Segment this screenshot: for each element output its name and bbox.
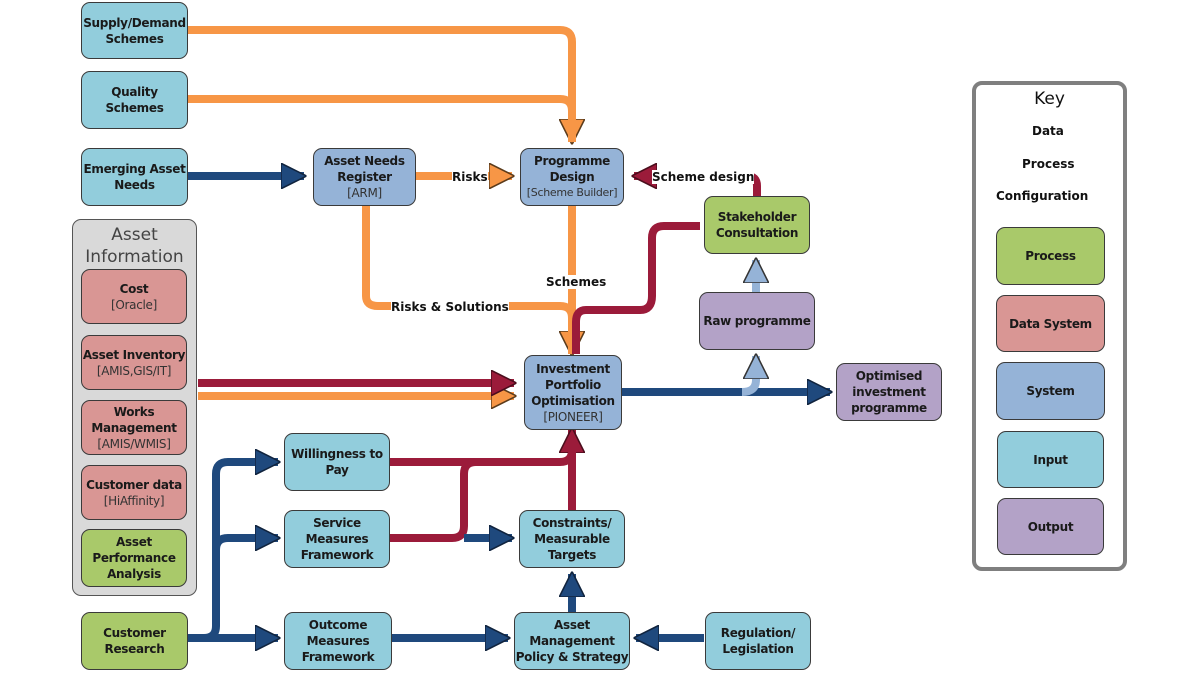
node-label: Asset Needs [324,154,405,168]
node-label: Management [91,420,177,435]
node-label: Outcome [308,618,368,632]
node-label: Pay [325,463,349,477]
edge-stakeholder-to-ipo [572,222,700,354]
edge-smf-to-ipo [390,458,477,542]
legend-label-configuration: Configuration [996,189,1089,203]
node-system-name: [HiAffinity] [103,493,165,508]
node-customer-data[interactable]: Customer data [HiAffinity] [81,465,187,520]
node-asset-inventory[interactable]: Asset Inventory [AMIS,GIS/IT] [81,335,187,390]
legend-box-system: System [996,362,1105,420]
node-optimised-investment-programme[interactable]: Optimised investment programme [836,363,942,421]
node-system-name: [AMIS,GIS/IT] [96,363,172,378]
node-label: Framework [301,650,375,664]
node-label: Targets [547,548,597,562]
node-label: Management [529,634,615,648]
node-label: Customer [103,626,166,640]
asset-information-title: Asset Information [85,225,184,267]
node-asset-management-policy-strategy[interactable]: Asset Management Policy & Strategy [514,612,630,670]
node-label: Register [337,170,392,184]
node-customer-research[interactable]: Customer Research [81,612,188,670]
node-label: Design [549,170,595,184]
node-label: Works [113,404,155,419]
node-label: Constraints/ [532,516,612,530]
edge-cr-to-smf [212,538,278,550]
edge-wtp-to-ipo [390,430,572,466]
node-label: Measurable [534,532,610,546]
node-label: Service [313,516,361,530]
node-works-management[interactable]: Works Management [AMIS/WMIS] [81,400,187,455]
node-label: Programme [533,154,610,168]
node-label: Schemes [105,31,164,46]
node-constraints-measurable-targets[interactable]: Constraints/ Measurable Targets [519,510,625,568]
node-label: Portfolio [545,377,601,392]
node-label: investment [852,385,926,399]
node-label: Policy & Strategy [515,650,629,664]
legend-box-input: Input [997,431,1104,488]
node-label: Willingness to [291,447,383,461]
node-label: Performance [92,551,176,565]
node-label: Analysis [107,567,161,581]
node-label: Needs [114,178,155,192]
edge-supply-to-design [188,26,572,142]
edge-ipo-to-raw [741,356,756,396]
node-label: Asset [116,535,152,549]
node-label: Customer data [86,477,182,492]
node-supply-demand-schemes[interactable]: Supply/Demand Schemes [81,2,188,59]
node-label: programme [851,401,927,415]
node-outcome-measures-framework[interactable]: Outcome Measures Framework [284,612,392,670]
legend-box-data-system: Data System [996,295,1105,352]
node-label: Stakeholder [717,210,797,224]
node-raw-programme[interactable]: Raw programme [699,292,815,350]
edge-label-risks-solutions: Risks & Solutions [391,300,509,314]
legend-label-process: Process [1022,157,1075,171]
node-willingness-to-pay[interactable]: Willingness to Pay [284,433,390,491]
node-label: Investment [536,361,610,376]
node-service-measures-framework[interactable]: Service Measures Framework [284,510,390,568]
node-asset-needs-register[interactable]: Asset Needs Register [ARM] [313,148,416,206]
node-label: Asset Inventory [82,347,186,362]
node-label: Regulation/ [720,626,796,640]
edge-cr-to-wtp [188,462,278,642]
node-label: Consultation [715,226,799,240]
node-quality-schemes[interactable]: Quality Schemes [81,71,188,129]
node-label: Optimised [855,369,923,383]
node-system-name: [PIONEER] [543,409,603,424]
node-asset-performance-analysis[interactable]: Asset Performance Analysis [81,529,187,587]
legend-box-output: Output [997,498,1104,555]
node-system-name: [Scheme Builder] [526,186,618,199]
node-label: Legislation [722,642,794,656]
node-label: Emerging Asset [83,162,186,176]
node-label: Framework [300,548,374,562]
edge-label-risks: Risks [452,170,488,184]
node-label: Research [104,642,165,656]
node-label: Measures [306,634,370,648]
node-label: Asset [554,618,590,632]
node-system-name: [AMIS/WMIS] [97,436,171,451]
node-programme-design[interactable]: Programme Design [Scheme Builder] [520,148,624,206]
edge-risks-solutions [362,206,572,354]
edge-label-scheme-design: Scheme design [652,170,755,184]
edge-label-schemes: Schemes [546,275,607,289]
node-stakeholder-consultation[interactable]: Stakeholder Consultation [704,196,810,254]
legend-label-data: Data [1032,124,1064,138]
node-investment-portfolio-optimisation[interactable]: Investment Portfolio Optimisation [PIONE… [524,355,622,430]
node-system-name: [Oracle] [110,297,157,312]
node-regulation-legislation[interactable]: Regulation/ Legislation [705,612,811,670]
legend-title: Key [1034,89,1065,109]
node-label: Supply/Demand [83,15,186,30]
legend-box-process: Process [996,227,1105,285]
node-label: Cost [119,281,149,296]
node-label: Quality Schemes [105,85,164,115]
node-label: Measures [305,532,369,546]
node-cost[interactable]: Cost [Oracle] [81,269,187,324]
node-label: Optimisation [531,393,615,408]
edge-quality-to-design [188,95,576,142]
node-label: Raw programme [703,314,811,328]
node-emerging-asset-needs[interactable]: Emerging Asset Needs [81,148,188,206]
node-system-name: [ARM] [347,186,382,200]
